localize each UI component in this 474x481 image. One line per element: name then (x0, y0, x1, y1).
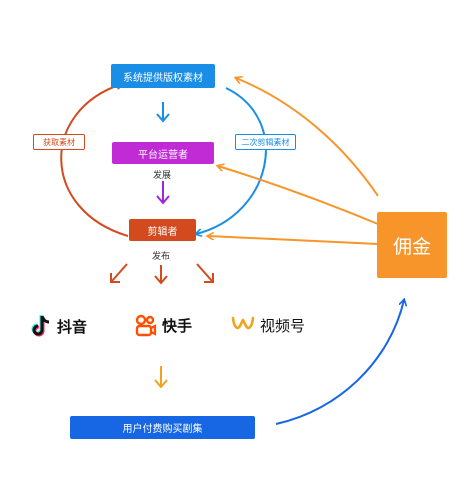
publish-label: 发布 (152, 252, 171, 262)
develop-label: 发展 (153, 171, 172, 181)
system-to-platform-arrow (156, 102, 170, 123)
tiktok-icon (30, 314, 52, 338)
commission-box: 佣金 (377, 212, 447, 278)
publish-arrows (110, 263, 214, 285)
platform-kuaishou: 快手 (133, 313, 192, 337)
secondary-edit-arc (196, 87, 267, 234)
system-box: 系统提供版权素材 (111, 64, 215, 88)
commission-to-system-arrow (236, 78, 379, 197)
platform-shipinhao: 视频号 (231, 314, 305, 336)
platform-douyin: 抖音 (30, 314, 87, 338)
platform-operator-box: 平台运营者 (112, 142, 214, 164)
acquire-material-arc (60, 84, 129, 237)
acquire-material-tag: 获取素材 (33, 134, 85, 150)
system-box-label: 系统提供版权素材 (123, 72, 203, 84)
payment-label: 用户付费购买剧集 (122, 424, 203, 435)
platform-douyin-name: 抖音 (57, 317, 88, 336)
platform-operator-label: 平台运营者 (138, 149, 188, 161)
kuaishou-icon (133, 313, 157, 337)
commission-to-editor-arrow (208, 236, 379, 245)
acquire-material-label: 获取素材 (43, 137, 75, 147)
editor-box: 剪辑者 (129, 219, 196, 241)
payment-to-commission-arrow (275, 300, 404, 425)
to-payment-arrow (154, 366, 168, 389)
secondary-edit-tag: 二次剪辑素材 (235, 134, 296, 150)
platform-shipinhao-name: 视频号 (260, 316, 306, 335)
platform-kuaishou-name: 快手 (162, 316, 193, 335)
commission-to-platform-arrow (218, 166, 379, 225)
editor-label: 剪辑者 (147, 226, 178, 238)
wechat-channels-icon (231, 314, 255, 336)
secondary-edit-label: 二次剪辑素材 (241, 137, 290, 147)
payment-box: 用户付费购买剧集 (70, 416, 255, 439)
commission-label: 佣金 (392, 235, 431, 258)
develop-arrow (156, 181, 170, 205)
